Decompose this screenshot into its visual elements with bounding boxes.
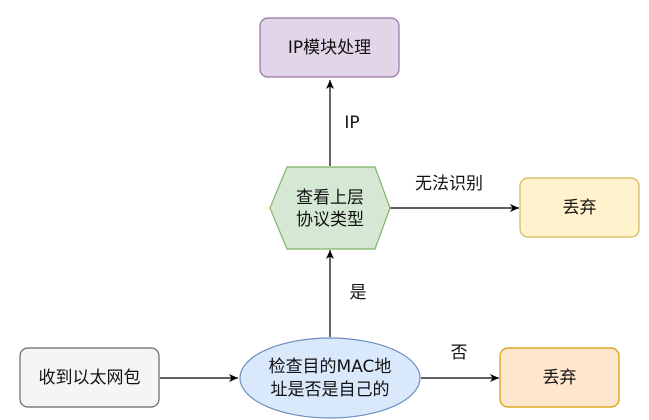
edge-label-ip: IP bbox=[344, 113, 359, 133]
node-discard-top-label: 丢弃 bbox=[563, 198, 597, 218]
edge-label-unrecognized: 无法识别 bbox=[415, 174, 483, 194]
edge-label-no: 否 bbox=[451, 343, 468, 363]
node-discard-top-shape bbox=[519, 177, 640, 238]
node-check-protocol-line-1: 查看上层 bbox=[296, 188, 364, 208]
node-receive-frame[interactable]: 收到以太网包 bbox=[19, 347, 160, 408]
node-ip-module-shape bbox=[259, 17, 400, 78]
node-discard-bottom[interactable]: 丢弃 bbox=[499, 347, 620, 408]
node-discard-top[interactable]: 丢弃 bbox=[519, 177, 640, 238]
node-receive-frame-label: 收到以太网包 bbox=[39, 368, 141, 388]
edge-label-yes: 是 bbox=[350, 283, 367, 303]
node-check-protocol-line-2: 协议类型 bbox=[296, 210, 364, 230]
node-check-mac-shape bbox=[239, 337, 421, 419]
node-ip-module[interactable]: IP模块处理 bbox=[259, 17, 400, 78]
node-check-protocol-shape bbox=[269, 166, 391, 250]
node-check-mac[interactable]: 检查目的MAC地 址是否是自己的 bbox=[239, 337, 421, 419]
node-check-mac-line-1: 检查目的MAC地 bbox=[269, 357, 392, 377]
node-check-mac-line-2: 址是否是自己的 bbox=[271, 380, 390, 400]
node-receive-frame-shape bbox=[19, 347, 160, 408]
node-ip-module-label: IP模块处理 bbox=[288, 38, 371, 58]
node-discard-bottom-label: 丢弃 bbox=[543, 368, 577, 388]
node-discard-bottom-shape bbox=[499, 347, 620, 408]
node-check-protocol[interactable]: 查看上层 协议类型 bbox=[269, 166, 391, 250]
